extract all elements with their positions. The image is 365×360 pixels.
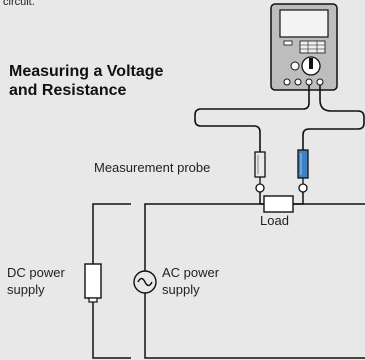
dc-power-supply: [84, 263, 102, 303]
jack-3: [305, 78, 313, 86]
probe-red: [297, 149, 309, 193]
jack-2: [294, 78, 302, 86]
probe-black-clip: [255, 183, 265, 193]
load-label: Load: [260, 213, 289, 228]
multimeter-display: [279, 9, 329, 38]
header-fragment: circuit.: [3, 0, 35, 8]
ac-sine-icon: [137, 277, 153, 287]
jack-1: [283, 78, 291, 86]
multimeter-button: [283, 40, 293, 46]
title-line-2: and Resistance: [9, 82, 127, 99]
ac-supply-label-line-1: AC power: [162, 265, 220, 280]
dial-pointer: [309, 58, 313, 69]
multimeter-button-grid: [299, 40, 326, 54]
multimeter: [270, 3, 338, 91]
probe-black: [254, 151, 266, 193]
ac-supply-label-line-2: supply: [162, 282, 200, 297]
measurement-probe-label: Measurement probe: [94, 160, 211, 175]
dc-supply-label-line-1: DC power: [7, 265, 65, 280]
ac-power-supply: [133, 270, 157, 294]
jack-4: [316, 78, 324, 86]
diagram-title: Measuring a Voltage and Resistance: [9, 62, 163, 100]
title-line-1: Measuring a Voltage: [9, 63, 164, 80]
load-resistor: [263, 195, 294, 213]
dc-supply-label-line-2: supply: [7, 282, 45, 297]
probe-red-clip: [298, 183, 308, 193]
multimeter-button-left: [290, 61, 300, 71]
probe-leads: [194, 85, 365, 152]
